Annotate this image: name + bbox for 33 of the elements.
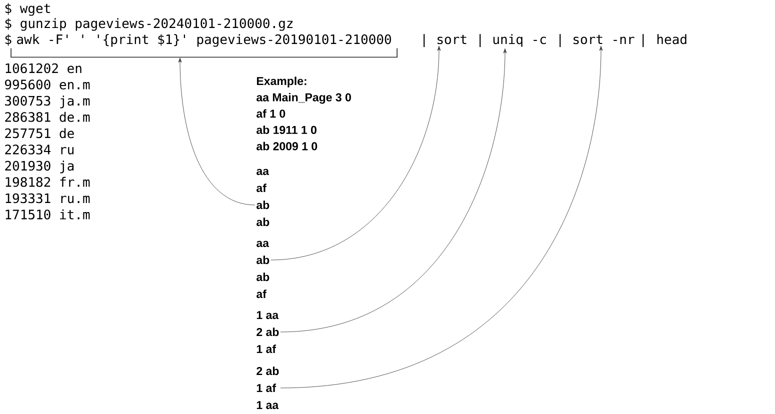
output-line: 171510 it.m (6, 209, 90, 220)
output-line: 286381 de.m (5, 112, 90, 122)
command-text: sort -nr (574, 34, 634, 44)
pipe-symbol: | (642, 34, 644, 48)
letter-list: aa af ab ab (256, 168, 270, 226)
command-text: uniq -c (493, 34, 546, 47)
output-line: 198182 fr.m (6, 176, 90, 187)
bracketed-command: awk -F' ' '{print $1}' pageviews-20190101-210000 (10, 34, 398, 58)
pipe-symbol: | (480, 34, 481, 48)
pipe-symbol: | (560, 34, 561, 48)
curved-arrow (270, 46, 441, 260)
example-line: aa Main_Page 3 0 (256, 92, 351, 104)
letter-list: 2 ab 1 af 1 aa (256, 366, 279, 410)
example-line: ab 2009 1 0 (256, 142, 318, 150)
output-line: 201930 ja (5, 160, 74, 174)
pipe-symbol: | (424, 34, 425, 48)
output-line: 193331 ru.m (6, 193, 90, 204)
output-line: 257751 de (5, 128, 74, 138)
command-text: $ (5, 34, 12, 46)
example-line: af 1 0 (256, 109, 286, 118)
example-line: ab 1911 1 0 (256, 126, 316, 134)
output-line: 300753 ja.m (5, 96, 90, 108)
curved-arrow (178, 58, 256, 206)
curved-arrow (280, 48, 507, 332)
example-line: Example: (256, 76, 306, 88)
curved-arrow (280, 46, 603, 388)
output-line: 226334 ru (5, 144, 74, 154)
command-text: $ wget (5, 3, 50, 16)
letter-list: aa ab ab af (256, 240, 270, 298)
output-line: 995600 en.m (5, 80, 90, 90)
command-text: head (657, 34, 686, 44)
letter-list: 1 aa 2 ab 1 af (256, 311, 279, 354)
command-text: sort (438, 34, 466, 44)
